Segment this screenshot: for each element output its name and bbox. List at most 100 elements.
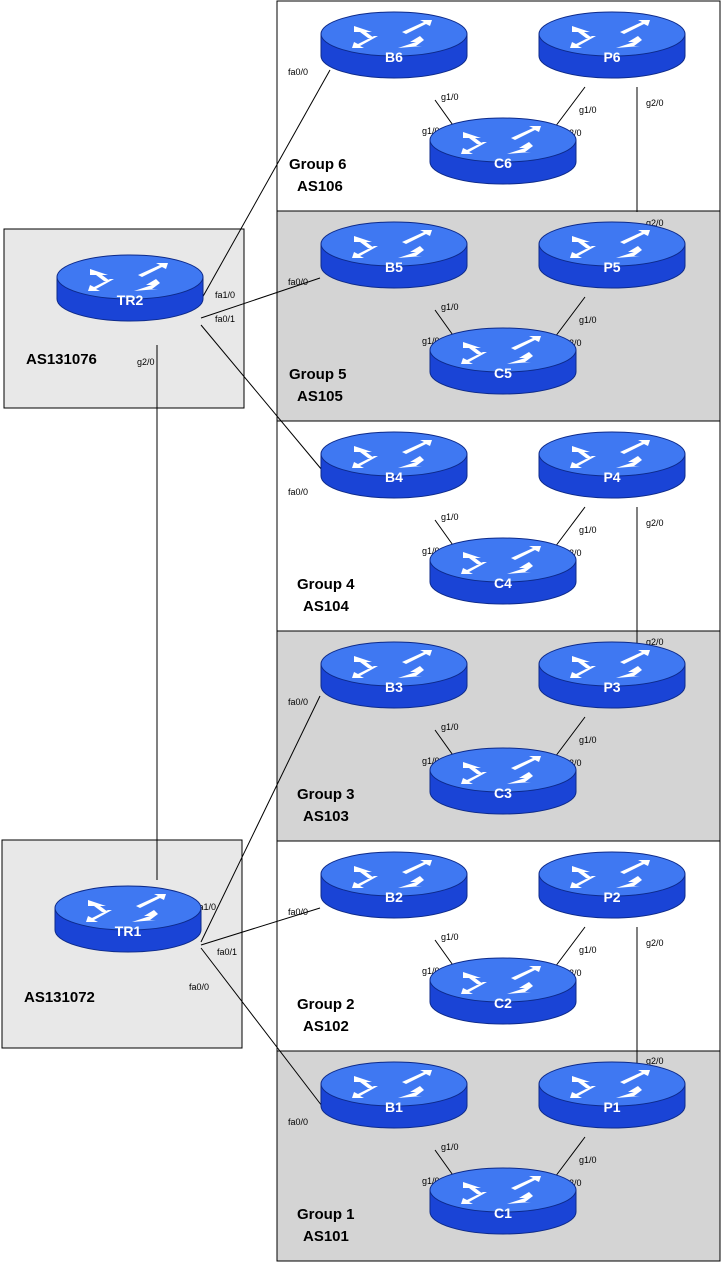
group-name-5: Group 5 <box>289 366 347 383</box>
router-label: P5 <box>603 259 620 275</box>
router-c4: C4 <box>429 537 577 605</box>
router-p5: P5 <box>538 221 686 289</box>
iface-p2-g2-0: g2/0 <box>646 938 664 948</box>
group-name-6: Group 6 <box>289 156 347 173</box>
iface-c3-g1-0-left: g1/0 <box>422 756 440 766</box>
link-p3-c3 <box>554 716 586 758</box>
iface-b3-fa0-0: fa0/0 <box>288 697 308 707</box>
router-icon <box>538 851 686 919</box>
router-icon <box>429 957 577 1025</box>
group-as-3: AS103 <box>303 808 349 825</box>
router-label: B1 <box>385 1099 403 1115</box>
iface-b1-g1-0: g1/0 <box>441 1142 459 1152</box>
iface-tr2-fa1-0: fa1/0 <box>215 290 235 300</box>
router-icon <box>56 254 204 322</box>
router-label: B5 <box>385 259 403 275</box>
group-name-2: Group 2 <box>297 996 355 1013</box>
router-icon <box>320 851 468 919</box>
group-as-6: AS106 <box>297 178 343 195</box>
group-as-1: AS101 <box>303 1228 349 1245</box>
iface-tr2-g2-0: g2/0 <box>137 357 155 367</box>
router-icon <box>320 641 468 709</box>
iface-b5-g1-0: g1/0 <box>441 302 459 312</box>
iface-p4-g1-0: g1/0 <box>579 525 597 535</box>
router-icon <box>538 641 686 709</box>
iface-tr2-fa0-1: fa0/1 <box>215 314 235 324</box>
iface-c2-g1-0-left: g1/0 <box>422 966 440 976</box>
iface-tr1-fa0-1: fa0/1 <box>217 947 237 957</box>
link-tr1-b2 <box>200 907 321 946</box>
router-label: P1 <box>603 1099 620 1115</box>
iface-p3-g1-0: g1/0 <box>579 735 597 745</box>
router-label: TR2 <box>117 292 144 308</box>
router-p3: P3 <box>538 641 686 709</box>
router-icon <box>538 1061 686 1129</box>
router-label: B3 <box>385 679 403 695</box>
router-label: P4 <box>603 469 620 485</box>
router-label: B6 <box>385 49 403 65</box>
link-p2-c2 <box>554 926 586 968</box>
transit-as-tr1: AS131072 <box>24 989 95 1006</box>
link-p4-c4 <box>554 506 586 548</box>
router-c2: C2 <box>429 957 577 1025</box>
router-icon <box>429 747 577 815</box>
router-label: C1 <box>494 1205 512 1221</box>
router-c3: C3 <box>429 747 577 815</box>
router-label: P3 <box>603 679 620 695</box>
router-icon <box>429 1167 577 1235</box>
router-b4: B4 <box>320 431 468 499</box>
iface-b4-g1-0: g1/0 <box>441 512 459 522</box>
router-c5: C5 <box>429 327 577 395</box>
router-label: C5 <box>494 365 512 381</box>
router-label: C3 <box>494 785 512 801</box>
router-tr2: TR2 <box>56 254 204 322</box>
router-label: B4 <box>385 469 403 485</box>
iface-c4-g1-0-left: g1/0 <box>422 546 440 556</box>
router-p1: P1 <box>538 1061 686 1129</box>
iface-b6-fa0-0: fa0/0 <box>288 67 308 77</box>
router-label: C2 <box>494 995 512 1011</box>
iface-p4-g2-0: g2/0 <box>646 518 664 528</box>
router-icon <box>320 1061 468 1129</box>
router-icon <box>320 221 468 289</box>
iface-p6-g2-0: g2/0 <box>646 98 664 108</box>
group-name-1: Group 1 <box>297 1206 355 1223</box>
router-b2: B2 <box>320 851 468 919</box>
router-c6: C6 <box>429 117 577 185</box>
router-icon <box>538 11 686 79</box>
router-p4: P4 <box>538 431 686 499</box>
group-name-4: Group 4 <box>297 576 355 593</box>
link-tr2-b4 <box>200 324 323 471</box>
iface-p6-g1-0: g1/0 <box>579 105 597 115</box>
iface-b1-fa0-0: fa0/0 <box>288 1117 308 1127</box>
iface-c1-g1-0-left: g1/0 <box>422 1176 440 1186</box>
router-b5: B5 <box>320 221 468 289</box>
router-icon <box>538 431 686 499</box>
link-tr2-b6 <box>200 69 331 301</box>
iface-p3-g2-0: g2/0 <box>646 637 664 647</box>
router-b1: B1 <box>320 1061 468 1129</box>
iface-b2-g1-0: g1/0 <box>441 932 459 942</box>
router-b6: B6 <box>320 11 468 79</box>
iface-tr1-fa0-0: fa0/0 <box>189 982 209 992</box>
router-icon <box>54 885 202 953</box>
iface-b2-fa0-0: fa0/0 <box>288 907 308 917</box>
router-b3: B3 <box>320 641 468 709</box>
router-label: TR1 <box>115 923 142 939</box>
router-label: C4 <box>494 575 512 591</box>
link-tr1-b1 <box>200 947 323 1107</box>
link-p5-c5 <box>554 296 586 338</box>
group-as-4: AS104 <box>303 598 350 615</box>
router-icon <box>429 327 577 395</box>
iface-b6-g1-0: g1/0 <box>441 92 459 102</box>
iface-b5-fa0-0: fa0/0 <box>288 277 308 287</box>
link-tr1-b3 <box>200 695 321 943</box>
router-c1: C1 <box>429 1167 577 1235</box>
router-label: B2 <box>385 889 403 905</box>
iface-c5-g1-0-left: g1/0 <box>422 336 440 346</box>
iface-tr1-fa1-0: fa1/0 <box>196 902 216 912</box>
router-icon <box>320 11 468 79</box>
iface-b3-g1-0: g1/0 <box>441 722 459 732</box>
group-as-5: AS105 <box>297 388 343 405</box>
